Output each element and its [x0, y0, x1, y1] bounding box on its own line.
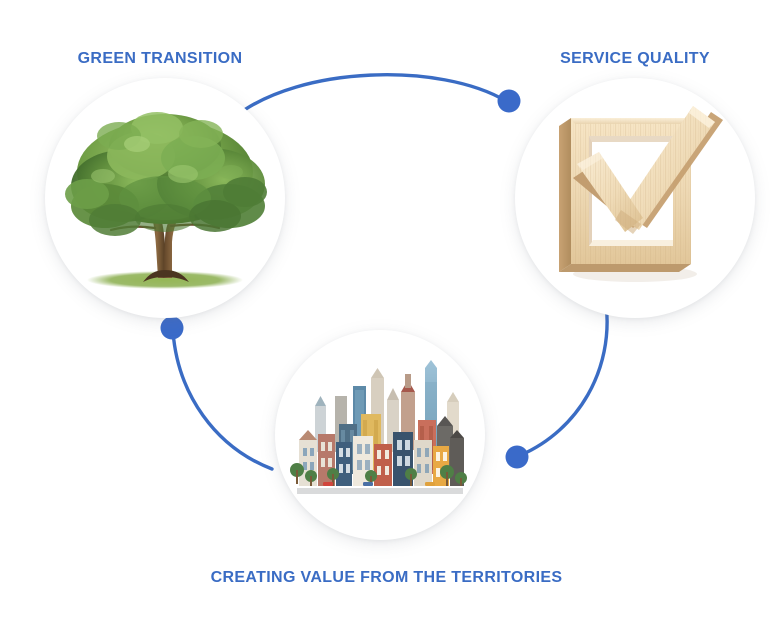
node-label-creating-value: CREATING VALUE FROM THE TERRITORIES	[210, 569, 563, 586]
tree-photo-icon	[65, 112, 267, 289]
arc-service-to-territories	[505, 301, 609, 469]
arc-endpoint-dot-service-quality	[497, 89, 521, 113]
arc-territories-to-green	[160, 316, 274, 471]
arc-path-service-to-territories	[519, 301, 609, 457]
node-circle-service-quality[interactable]	[515, 78, 755, 318]
node-label-green-transition: GREEN TRANSITION	[77, 50, 243, 67]
arc-path-green-to-service	[234, 73, 508, 118]
wooden-check-mark	[573, 106, 723, 234]
arc-endpoint-dot-green-transition	[160, 316, 184, 340]
node-label-service-quality: SERVICE QUALITY	[560, 50, 710, 67]
wooden-checkbox-checkmark-icon	[559, 106, 723, 282]
city-trees	[290, 463, 467, 486]
arc-path-territories-to-green	[171, 330, 274, 471]
node-circle-green-transition[interactable]	[45, 78, 285, 318]
node-circle-creating-value[interactable]	[275, 330, 485, 540]
tree-grass-base	[87, 271, 243, 289]
city-buildings	[290, 360, 467, 494]
arc-endpoint-dot-territories	[505, 445, 529, 469]
tree-canopy	[65, 112, 267, 236]
arc-green-to-service	[234, 73, 521, 118]
city-skyline-icon	[290, 360, 467, 494]
